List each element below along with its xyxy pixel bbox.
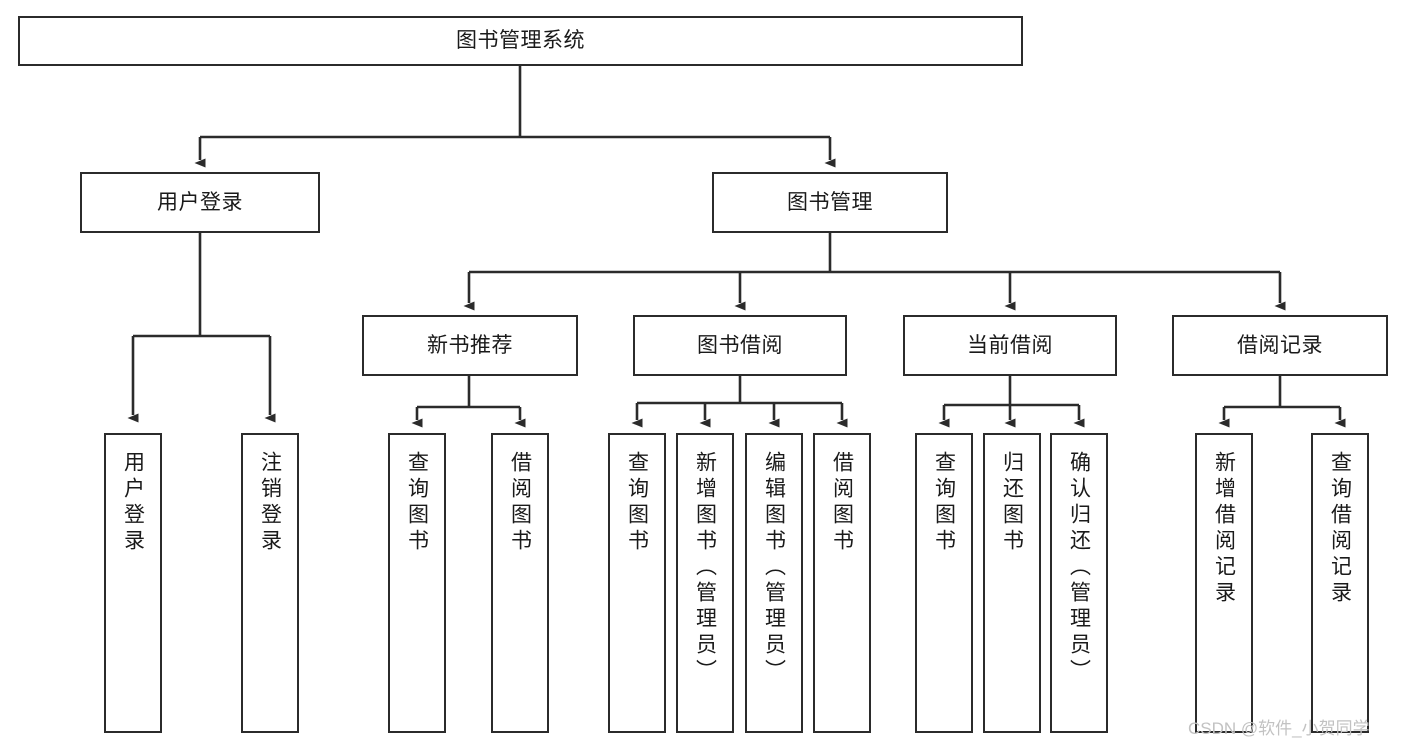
node-user-login[interactable]: 用户登录 [80,172,320,233]
leaf-current-return-book[interactable]: 归还图书 [983,433,1041,733]
node-label: 用户登录 [121,451,145,555]
leaf-borrow-edit-book-admin[interactable]: 编辑图书（管理员） [745,433,803,733]
csdn-watermark: CSDN @软件_小贺同学 [1188,719,1370,738]
leaf-borrow-add-book-admin[interactable]: 新增图书（管理员） [676,433,734,733]
node-book-management[interactable]: 图书管理 [712,172,948,233]
node-label: 查询图书 [932,451,956,555]
node-label: 查询图书 [625,451,649,555]
leaf-record-query-borrow-record[interactable]: 查询借阅记录 [1311,433,1369,733]
leaf-user-login-action[interactable]: 用户登录 [104,433,162,733]
node-label: 新增借阅记录 [1212,451,1236,607]
node-label: 查询借阅记录 [1328,451,1352,607]
node-label: 图书借阅 [697,333,783,357]
leaf-current-confirm-return-admin[interactable]: 确认归还（管理员） [1050,433,1108,733]
node-label: 用户登录 [157,190,243,214]
leaf-borrow-borrow-book[interactable]: 借阅图书 [813,433,871,733]
node-label: 归还图书 [1000,451,1024,555]
node-label: 查询图书 [405,451,429,555]
node-new-book-recommend[interactable]: 新书推荐 [362,315,578,376]
leaf-record-add-borrow-record[interactable]: 新增借阅记录 [1195,433,1253,733]
leaf-borrow-query-book[interactable]: 查询图书 [608,433,666,733]
node-current-borrow[interactable]: 当前借阅 [903,315,1117,376]
node-label: 借阅记录 [1237,333,1323,357]
leaf-recommend-borrow-book[interactable]: 借阅图书 [491,433,549,733]
node-book-borrow[interactable]: 图书借阅 [633,315,847,376]
leaf-recommend-query-book[interactable]: 查询图书 [388,433,446,733]
node-label: 图书管理系统 [456,29,585,53]
node-label: 借阅图书 [508,451,532,555]
node-borrow-record[interactable]: 借阅记录 [1172,315,1388,376]
node-root-book-management-system[interactable]: 图书管理系统 [18,16,1023,66]
node-label: 借阅图书 [830,451,854,555]
node-label: 编辑图书（管理员） [762,451,786,685]
leaf-current-query-book[interactable]: 查询图书 [915,433,973,733]
node-label: 当前借阅 [967,333,1053,357]
node-label: 注销登录 [258,451,282,555]
node-label: 图书管理 [787,190,873,214]
node-label: 新增图书（管理员） [693,451,717,685]
node-label: 确认归还（管理员） [1067,451,1091,685]
leaf-user-logout[interactable]: 注销登录 [241,433,299,733]
node-label: 新书推荐 [427,333,513,357]
